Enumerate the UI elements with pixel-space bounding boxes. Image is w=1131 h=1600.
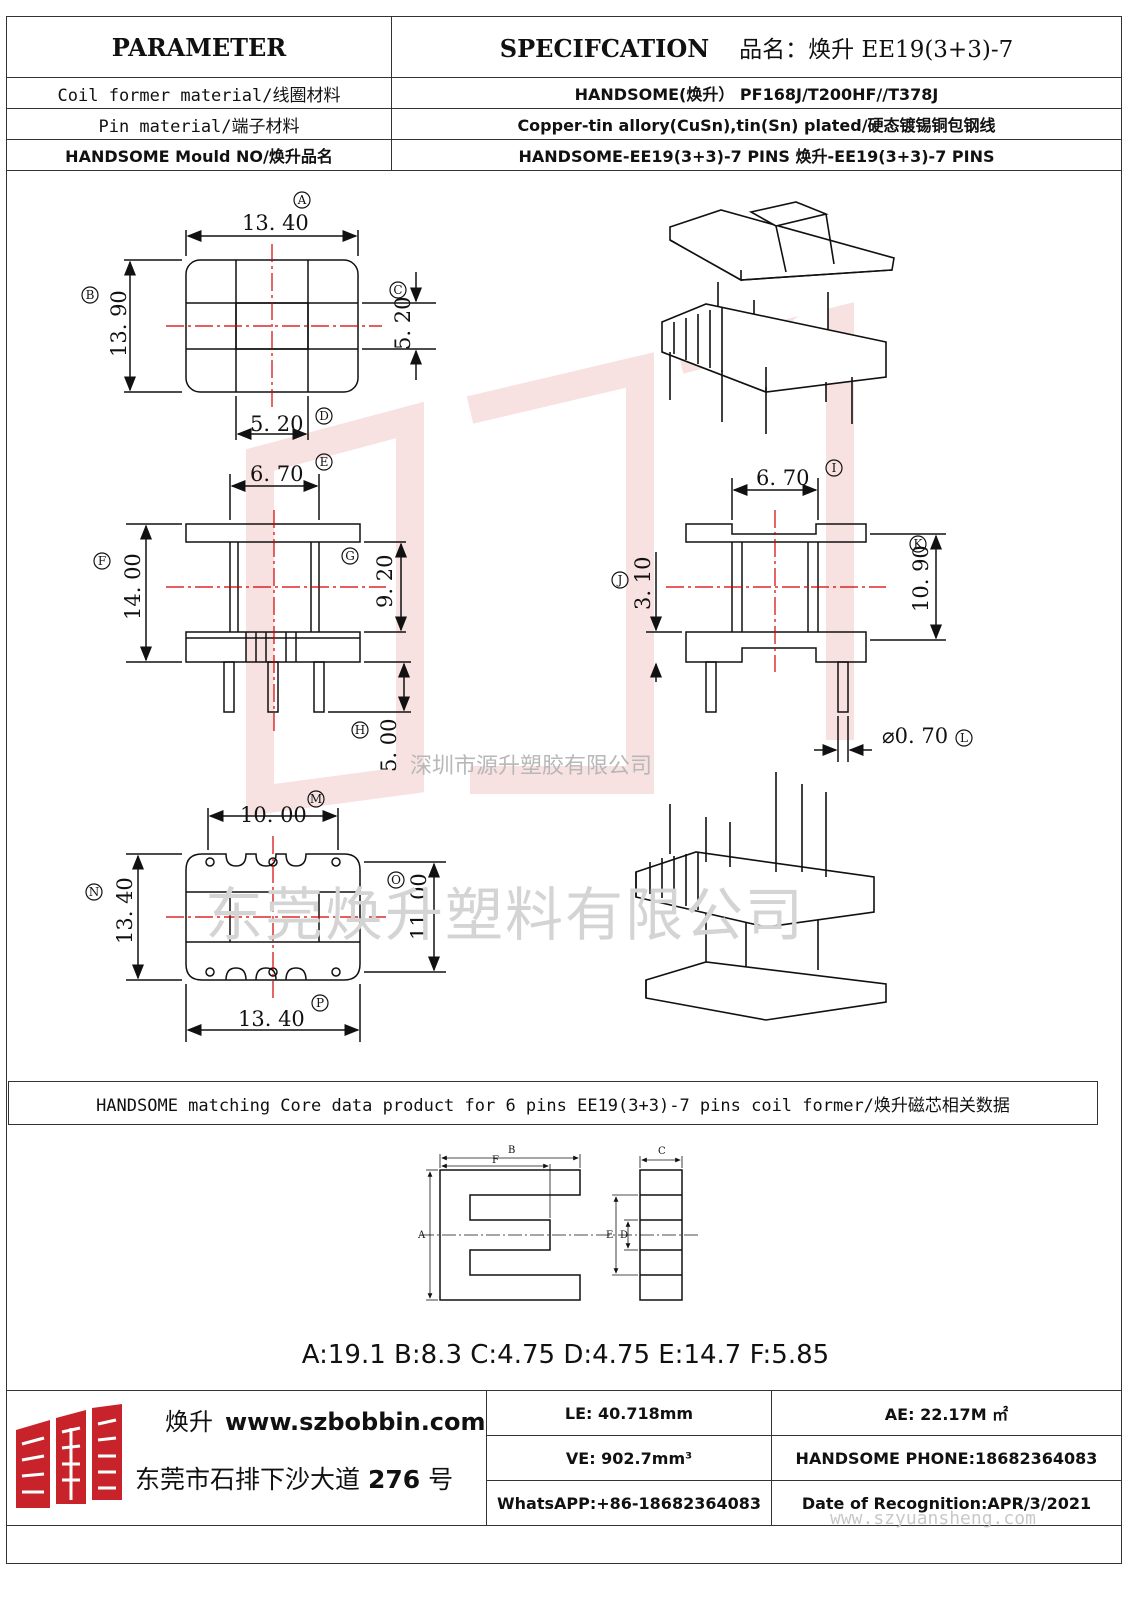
svg-text:L: L [960,731,968,745]
dim-g-value: 9. 20 [373,555,397,608]
side-pin-1 [705,661,717,713]
iso-view-top [661,201,895,434]
svg-text:M: M [310,792,322,806]
front-pin-3 [313,661,325,713]
ve-value: VE: 902.7mm³ [486,1435,772,1481]
front-view-base [185,631,361,663]
footer-brand-cell [6,1390,487,1526]
dim-j-value: 3. 10 [631,557,655,610]
side-view-base [685,631,867,663]
core-dimension-values: A:19.1 B:8.3 C:4.75 D:4.75 E:14.7 F:5.85 [301,1340,830,1370]
front-view-top-flange [185,523,361,543]
svg-text:I: I [832,461,837,475]
svg-text:D: D [319,409,329,423]
le-value: LE: 40.718mm [486,1390,772,1436]
core-drawing: B F A C E D [417,1145,700,1301]
core-label-f: F [492,1155,499,1166]
handsome-logo-icon [16,1404,122,1508]
side-pin-2 [837,661,849,713]
parameter-heading: PARAMETER [6,16,392,78]
website-link[interactable]: www.szbobbin.com [225,1408,486,1436]
ae-value: AE: 22.17M ㎡ [771,1390,1122,1436]
svg-text:A: A [297,193,307,207]
core-label-d: D [620,1230,628,1241]
dim-e-value: 6. 70 [250,462,303,486]
dim-n-value: 13. 40 [113,877,137,944]
core-data-title: HANDSOME matching Core data product for … [8,1081,1098,1125]
dim-h-value: 5. 00 [377,719,401,772]
footer-table: LE: 40.718mm AE: 22.17M ㎡ VE: 902.7mm³ H… [6,1390,1122,1526]
watermark-shenzhen: 深圳市源升塑胶有限公司 [410,754,653,779]
svg-text:G: G [345,549,355,563]
core-label-a: A [417,1230,426,1241]
dim-a-value: 13. 40 [242,211,309,235]
svg-text:J: J [616,573,623,587]
watermark-dongguan: 东莞焕升塑料有限公司 [205,881,806,949]
iso-view-bottom [635,772,887,1021]
svg-text:B: B [86,288,95,302]
dim-f-value: 14. 00 [121,553,145,620]
dim-l-value: ⌀0. 70 [882,724,948,748]
coil-material-value: HANDSOME(焕升） PF168J/T200HF//T378J [391,77,1122,109]
dim-k-value: 10. 90 [909,545,933,612]
side-view-top-flange [685,523,867,543]
phone-value: HANDSOME PHONE:18682364083 [771,1435,1122,1481]
dim-m-value: 10. 00 [240,803,307,827]
address: 东莞市石排下沙大道 276 号 [135,1465,454,1494]
dim-d-value: 5. 20 [250,412,303,436]
bobbin-drawing: 13. 40 13. 90 5. 20 5. 20 6. 70 14. 00 9… [81,191,973,1042]
mould-no-label: HANDSOME Mould NO/焕升品名 [6,139,392,171]
front-pin-1 [223,661,235,713]
dim-i-value: 6. 70 [756,466,809,490]
core-label-e: E [606,1230,613,1241]
dim-c-value: 5. 20 [391,297,415,350]
product-name: 品名：焕升 EE19(3+3)-7 [739,37,1014,63]
date-recognition: Date of Recognition:APR/3/2021 [771,1480,1122,1526]
svg-text:N: N [89,885,100,899]
whatsapp-value: WhatsAPP:+86-18682364083 [486,1480,772,1526]
core-label-c: C [658,1146,666,1157]
core-label-b: B [508,1145,515,1156]
coil-material-label: Coil former material/线圈材料 [6,77,392,109]
front-pin-2 [267,661,279,713]
dim-o-value: 11. 00 [407,873,431,940]
svg-text:C: C [393,283,402,297]
mould-no-value: HANDSOME-EE19(3+3)-7 PINS 焕升-EE19(3+3)-7… [391,139,1122,171]
e-core-shape [439,1169,581,1301]
svg-text:O: O [391,873,401,887]
svg-text:P: P [316,996,324,1010]
svg-text:H: H [355,723,365,737]
bottom-view-outline [185,853,361,981]
watermark-url: www.szyuansheng.com [830,1508,1036,1529]
dim-p-value: 13. 40 [238,1007,305,1031]
svg-text:E: E [320,455,329,469]
dim-b-value: 13. 90 [107,290,131,357]
pin-material-value: Copper-tin allory(CuSn),tin(Sn) plated/硬… [391,108,1122,140]
svg-text:F: F [98,554,106,568]
svg-text:K: K [914,537,924,551]
pin-material-label: Pin material/端子材料 [6,108,392,140]
